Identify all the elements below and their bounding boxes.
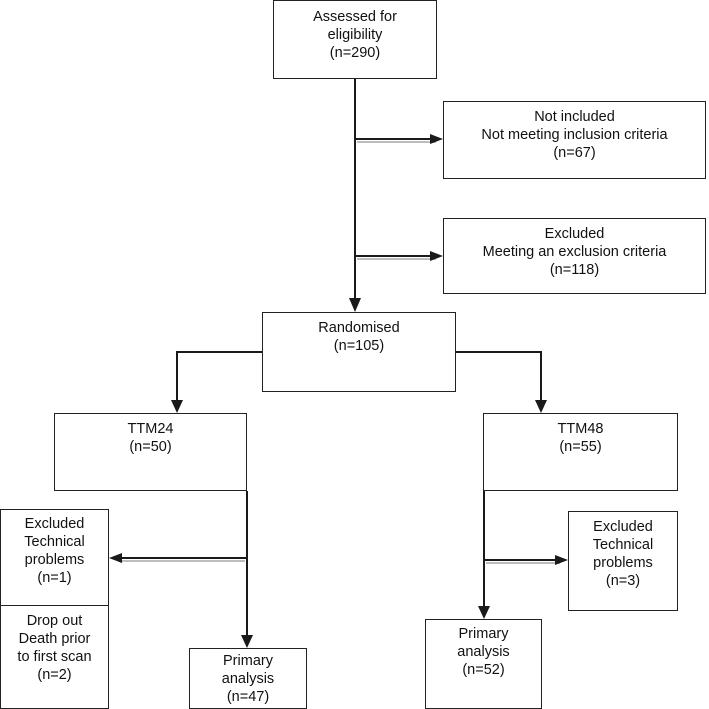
excluded-left-line2: Technical <box>24 534 85 550</box>
ttm24-title: TTM24 <box>127 421 174 437</box>
randomised-title: Randomised <box>318 320 400 336</box>
randomised-count: (n=105) <box>333 338 385 354</box>
excluded-top-title: Excluded <box>544 226 605 242</box>
arrowhead-ttm48 <box>535 400 547 413</box>
assessed-box: Assessed for eligibility (n=290) <box>273 0 437 79</box>
dropout-left-count: (n=2) <box>37 667 72 683</box>
excluded-right-box: Excluded Technical problems (n=3) <box>568 511 678 611</box>
not-included-count: (n=67) <box>553 145 596 161</box>
primary-left-box: Primary analysis (n=47) <box>189 648 307 709</box>
dropout-left-line2: Death prior <box>18 631 91 647</box>
excluded-right-line3: problems <box>593 555 653 571</box>
connector-ttm48 <box>456 351 542 402</box>
arrowhead-not-included <box>430 134 443 144</box>
connector-ttm24 <box>176 351 262 402</box>
ttm48-title: TTM48 <box>557 421 604 437</box>
primary-right-count: (n=52) <box>462 662 505 678</box>
excluded-right-count: (n=3) <box>605 573 641 589</box>
dropout-left-box: Drop out Death prior to first scan (n=2) <box>0 605 109 709</box>
assessed-line2: eligibility <box>327 27 383 43</box>
primary-right-line2: analysis <box>457 644 510 660</box>
arrowhead-excluded-top <box>430 251 443 261</box>
not-included-reason: Not meeting inclusion criteria <box>481 127 668 143</box>
excluded-top-box: Excluded Meeting an exclusion criteria (… <box>443 218 706 294</box>
randomised-box: Randomised (n=105) <box>262 312 456 392</box>
excluded-left-line3: problems <box>24 552 85 568</box>
ttm48-count: (n=55) <box>559 439 602 455</box>
excluded-top-count: (n=118) <box>549 262 600 278</box>
ttm24-count: (n=50) <box>129 439 172 455</box>
excluded-left-title: Excluded <box>24 516 85 532</box>
not-included-title: Not included <box>534 109 615 125</box>
assessed-line1: Assessed for <box>313 9 397 25</box>
primary-left-count: (n=47) <box>226 689 270 705</box>
arrowhead-primary-right <box>478 606 490 619</box>
primary-right-box: Primary analysis (n=52) <box>425 619 542 709</box>
ttm48-box: TTM48 (n=55) <box>483 413 678 491</box>
arrowhead-ttm24 <box>171 400 183 413</box>
primary-left-line2: analysis <box>221 671 275 687</box>
assessed-count: (n=290) <box>329 45 381 61</box>
dropout-left-title: Drop out <box>26 613 83 629</box>
arrowhead-primary-left <box>241 635 253 648</box>
ttm24-box: TTM24 (n=50) <box>54 413 247 491</box>
dropout-left-line3: to first scan <box>17 649 92 665</box>
excluded-top-reason: Meeting an exclusion criteria <box>482 244 667 260</box>
arrowhead-excluded-left <box>109 553 122 563</box>
primary-right-title: Primary <box>458 626 509 642</box>
not-included-box: Not included Not meeting inclusion crite… <box>443 101 706 179</box>
primary-left-title: Primary <box>223 653 273 669</box>
excluded-left-box: Excluded Technical problems (n=1) <box>0 509 109 606</box>
excluded-left-count: (n=1) <box>37 570 72 586</box>
excluded-right-title: Excluded <box>593 519 653 535</box>
arrowhead-randomised <box>349 298 361 312</box>
excluded-right-line2: Technical <box>592 537 654 553</box>
arrowhead-excluded-right <box>555 555 568 565</box>
